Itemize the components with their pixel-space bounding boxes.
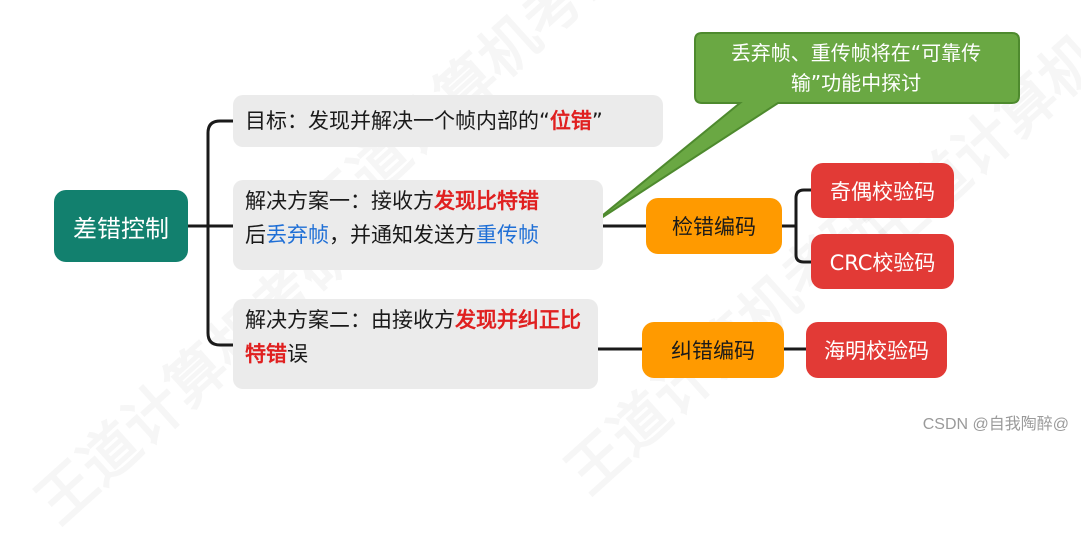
error-correction-node: 纠错编码 [642, 322, 784, 378]
crc-code-node: CRC校验码 [811, 234, 954, 289]
plan1-text3: ，并通知发送方 [329, 223, 476, 247]
connector-lines [188, 32, 1020, 351]
plan1-blue-retransmit: 重传帧 [476, 223, 539, 247]
hamming-code-label: 海明校验码 [824, 339, 929, 363]
crc-code-label: CRC校验码 [829, 250, 936, 275]
plan2-red: 发现并纠正比特错 [245, 308, 581, 366]
error-correction-label: 纠错编码 [671, 339, 755, 363]
csdn-credit: CSDN @自我陶醉@ [922, 416, 1069, 433]
error-detection-node: 检错编码 [646, 198, 782, 254]
callout-bubble [591, 32, 1020, 225]
goal-text: 目标：发现并解决一个帧内部的“ [245, 109, 550, 133]
hamming-code-node: 海明校验码 [806, 322, 947, 378]
root-label: 差错控制 [73, 214, 169, 243]
plan1-text2: 后 [245, 223, 266, 247]
callout-text: 丢弃帧、重传帧将在“可靠传输”功能中探讨 [730, 41, 982, 95]
error-detection-label: 检错编码 [672, 215, 756, 239]
root-node: 差错控制 [54, 190, 188, 262]
plan2-text1: 解决方案二：由接收方 [245, 308, 455, 332]
plan1-red: 发现比特错 [434, 189, 539, 213]
plan1-text1: 解决方案一：接收方 [245, 189, 434, 213]
plan2-box: 解决方案二：由接收方发现并纠正比特错误 [233, 299, 598, 389]
goal-box: 目标：发现并解决一个帧内部的“位错” [233, 95, 663, 147]
goal-highlight: 位错 [549, 109, 592, 133]
plan1-box: 解决方案一：接收方发现比特错后丢弃帧，并通知发送方重传帧 [233, 180, 603, 270]
plan2-text2: 误 [287, 342, 308, 366]
parity-code-node: 奇偶校验码 [811, 163, 954, 218]
parity-code-label: 奇偶校验码 [830, 179, 935, 204]
goal-text-end: ” [591, 109, 603, 133]
plan1-blue-discard: 丢弃帧 [266, 223, 329, 247]
